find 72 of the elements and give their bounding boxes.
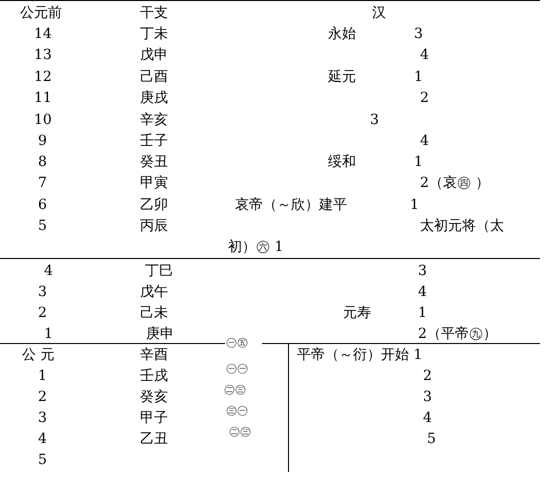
year-number: 3 bbox=[38, 409, 47, 427]
ganzhi-label: 癸亥 bbox=[140, 388, 168, 406]
reign-year: 4 bbox=[420, 132, 429, 150]
era-name: 哀帝（～欣）建平 bbox=[235, 196, 347, 214]
ganzhi-label: 乙丑 bbox=[140, 430, 168, 448]
year-number: 1 bbox=[44, 325, 53, 343]
note-marks: ㊂㊀ bbox=[226, 403, 248, 419]
year-number: 4 bbox=[44, 262, 53, 280]
era-name: 初）㊅ 1 bbox=[228, 238, 284, 256]
ganzhi-label: 壬戌 bbox=[140, 367, 168, 385]
year-number: 3 bbox=[38, 283, 47, 301]
reign-year: 2（哀㊃ ） bbox=[420, 174, 490, 192]
era-name: 延元 bbox=[328, 68, 356, 86]
reign-year: 1 bbox=[414, 153, 423, 171]
reign-year: 3 bbox=[418, 262, 427, 280]
ganzhi-label: 癸丑 bbox=[140, 153, 168, 171]
ganzhi-label: 辛亥 bbox=[140, 111, 168, 129]
ganzhi-label: 戊午 bbox=[140, 283, 168, 301]
reign-year: 1 bbox=[414, 68, 423, 86]
year-number: 1 bbox=[38, 367, 47, 385]
ganzhi-label: 丁未 bbox=[140, 25, 168, 43]
year-number: 13 bbox=[34, 46, 52, 64]
ganzhi-label: 辛酉 bbox=[140, 346, 168, 364]
year-number: 4 bbox=[38, 430, 47, 448]
year-number: 2 bbox=[38, 388, 47, 406]
reign-year: 3 bbox=[423, 388, 432, 406]
era-name: 绥和 bbox=[328, 153, 356, 171]
ganzhi-label: 甲子 bbox=[140, 409, 168, 427]
era-name: 太初元将（太 bbox=[420, 217, 504, 235]
ganzhi-label: 己酉 bbox=[140, 68, 168, 86]
reign-year: 3 bbox=[370, 111, 379, 129]
year-number: 14 bbox=[34, 25, 52, 43]
year-number: 5 bbox=[38, 217, 47, 235]
year-number: 11 bbox=[34, 89, 52, 107]
year-number: 6 bbox=[38, 196, 47, 214]
reign-year: 2 bbox=[420, 89, 429, 107]
column-header: 公 元 bbox=[22, 346, 54, 364]
year-number: 10 bbox=[34, 111, 52, 129]
ganzhi-label: 乙卯 bbox=[140, 196, 168, 214]
ganzhi-label: 丁巳 bbox=[145, 262, 173, 280]
year-number: 12 bbox=[34, 68, 52, 86]
year-number: 9 bbox=[38, 132, 47, 150]
column-header: 公元前 bbox=[20, 4, 62, 22]
year-number: 5 bbox=[38, 451, 47, 469]
ganzhi-label: 丙辰 bbox=[140, 217, 168, 235]
era-name: 平帝（～衍）开始 1 bbox=[297, 346, 422, 364]
reign-year: 3 bbox=[414, 25, 423, 43]
ganzhi-label: 庚申 bbox=[146, 325, 174, 343]
year-number: 8 bbox=[38, 153, 47, 171]
year-number: 2 bbox=[38, 304, 47, 322]
column-header: 汉 bbox=[372, 4, 386, 22]
note-marks: ㊀㊀ bbox=[226, 361, 248, 377]
ganzhi-label: 甲寅 bbox=[140, 174, 168, 192]
note-marks: ㊀㊄ bbox=[226, 335, 248, 351]
reign-year: 1 bbox=[410, 196, 419, 214]
column-header: 干支 bbox=[140, 4, 168, 22]
era-name: 永始 bbox=[328, 25, 356, 43]
ganzhi-label: 庚戌 bbox=[140, 89, 168, 107]
reign-year: 4 bbox=[420, 46, 429, 64]
reign-year: 2 bbox=[423, 367, 432, 385]
era-name: 2（平帝㊈） bbox=[418, 325, 497, 343]
reign-year: 5 bbox=[427, 430, 436, 448]
ganzhi-label: 己未 bbox=[140, 304, 168, 322]
ganzhi-label: 壬子 bbox=[140, 132, 168, 150]
year-number: 7 bbox=[38, 174, 47, 192]
note-marks: ㊁㊂ bbox=[224, 382, 246, 398]
reign-year: 4 bbox=[423, 409, 432, 427]
reign-year: 4 bbox=[418, 283, 427, 301]
note-marks: ㊁㊂ bbox=[229, 424, 251, 440]
ganzhi-label: 戊申 bbox=[140, 46, 168, 64]
reign-year: 1 bbox=[418, 304, 427, 322]
era-name: 元寿 bbox=[343, 304, 371, 322]
